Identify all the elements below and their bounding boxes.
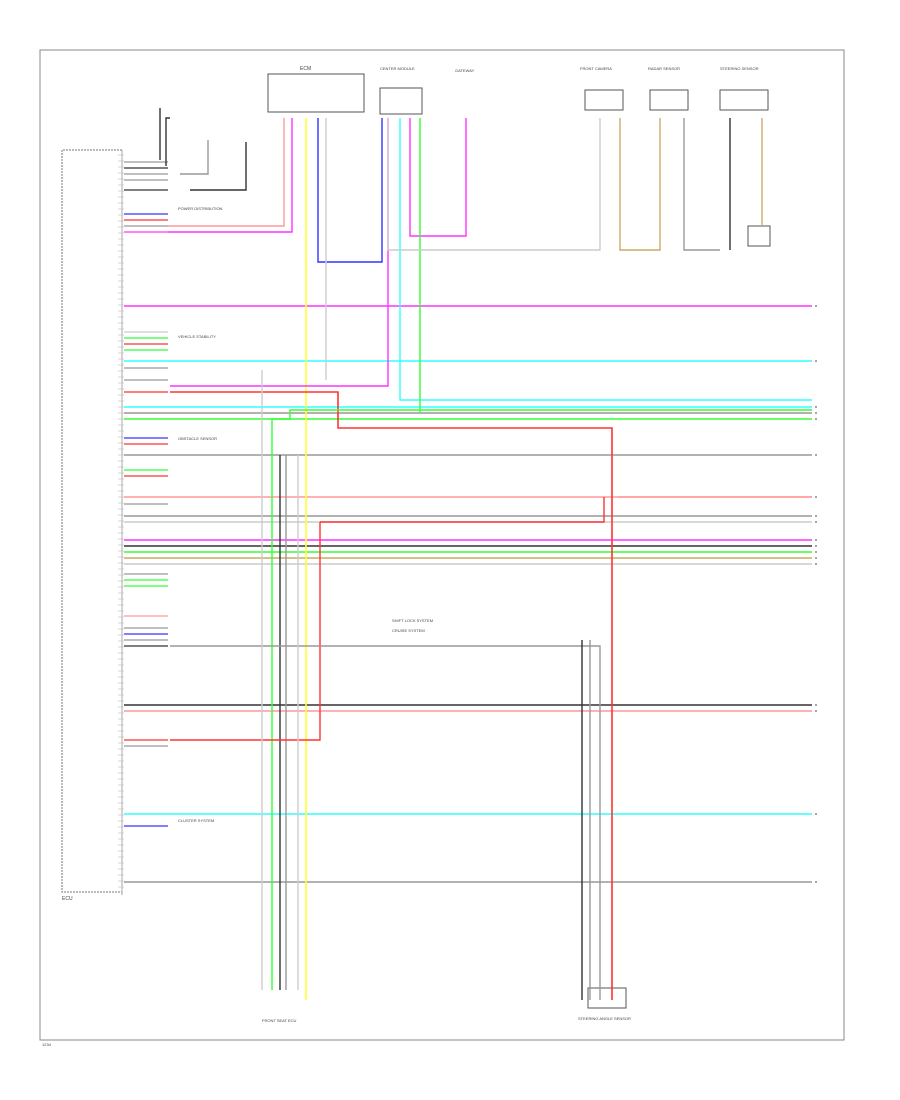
component-steering-box	[719, 89, 769, 111]
wire-terminal-8	[815, 521, 817, 523]
wire-terminal-3	[815, 412, 817, 414]
diagram-frame	[39, 49, 845, 1041]
ecu-bracket	[61, 149, 122, 893]
wire-lightgray-gateway	[387, 118, 601, 251]
component-radar-box	[649, 89, 689, 111]
component-ecm-box	[267, 73, 365, 113]
left-blocks: POWER DISTRIBUTION VEHICLE STABILITY OBS…	[178, 206, 223, 823]
wire-terminal-10	[815, 545, 817, 547]
wire-terminal-1	[815, 360, 817, 362]
wire-cyan-route	[399, 118, 812, 401]
left-block-label-2: VEHICLE STABILITY	[178, 334, 216, 339]
ecu-label: ECU	[62, 896, 73, 902]
wire-terminal-0	[815, 305, 817, 307]
cruise-label: CRUISE SYSTEM	[392, 628, 425, 633]
wire-pink-top	[168, 118, 285, 227]
ground-connector-box	[747, 225, 771, 247]
wire-green-route	[272, 409, 812, 420]
shift-lock-label: SHIFT LOCK SYSTEM	[392, 618, 433, 623]
wire-gray-radar	[683, 118, 720, 251]
bottom-right-label: STEERING ANGLE SENSOR	[578, 1016, 631, 1021]
wire-terminal-12	[815, 557, 817, 559]
left-block-label-1: POWER DISTRIBUTION	[178, 206, 223, 211]
wire-red-bottom	[170, 522, 321, 741]
left-block-label-3: OBSTACLE SENSOR	[178, 436, 217, 441]
top-components: ECM CENTER MODULE GATEWAY FRONT CAMERA R…	[267, 66, 771, 247]
wire-terminal-13	[815, 563, 817, 565]
wire-top-2	[165, 117, 170, 166]
wire-terminal-6	[815, 496, 817, 498]
wire-terminal-9	[815, 539, 817, 541]
wire-terminal-14	[815, 704, 817, 706]
component-ecm-label: ECM	[300, 66, 311, 72]
wire-terminal-2	[815, 406, 817, 408]
wires-layer	[124, 108, 812, 1000]
component-radar-label: RADAR SENSOR	[648, 66, 680, 71]
component-front-camera-box	[584, 89, 624, 111]
wire-magenta-top	[168, 118, 293, 233]
wire-terminal-7	[815, 515, 817, 517]
wire-top-3	[180, 140, 209, 175]
wire-blue-loop	[317, 118, 383, 263]
component-steering-label: STEERING SENSOR	[720, 66, 759, 71]
component-gateway-label: GATEWAY	[455, 68, 475, 73]
wire-magenta-gateway	[409, 118, 467, 237]
pins-layer	[118, 154, 817, 888]
wire-terminal-15	[815, 710, 817, 712]
wire-red-route	[170, 391, 613, 1000]
wire-terminal-5	[815, 454, 817, 456]
footer-code: 1234	[42, 1042, 52, 1047]
wire-gray-sensor	[170, 645, 601, 1000]
component-center-box	[379, 87, 423, 115]
bottom-right-connector-box	[587, 987, 627, 1009]
wire-terminal-4	[815, 418, 817, 420]
wire-red-right	[320, 497, 605, 523]
wire-tan-camera	[619, 118, 661, 251]
wire-terminal-16	[815, 813, 817, 815]
wire-top-4	[190, 142, 247, 191]
left-block-label-4: CLUSTER SYSTEM	[178, 818, 214, 823]
component-front-camera-label: FRONT CAMERA	[580, 66, 612, 71]
wire-terminal-11	[815, 551, 817, 553]
component-center-label: CENTER MODULE	[380, 66, 415, 71]
bottom-left-label: FRONT SEAT ECU	[262, 1018, 297, 1023]
wire-terminal-17	[815, 881, 817, 883]
wire-magenta-up	[170, 118, 389, 387]
